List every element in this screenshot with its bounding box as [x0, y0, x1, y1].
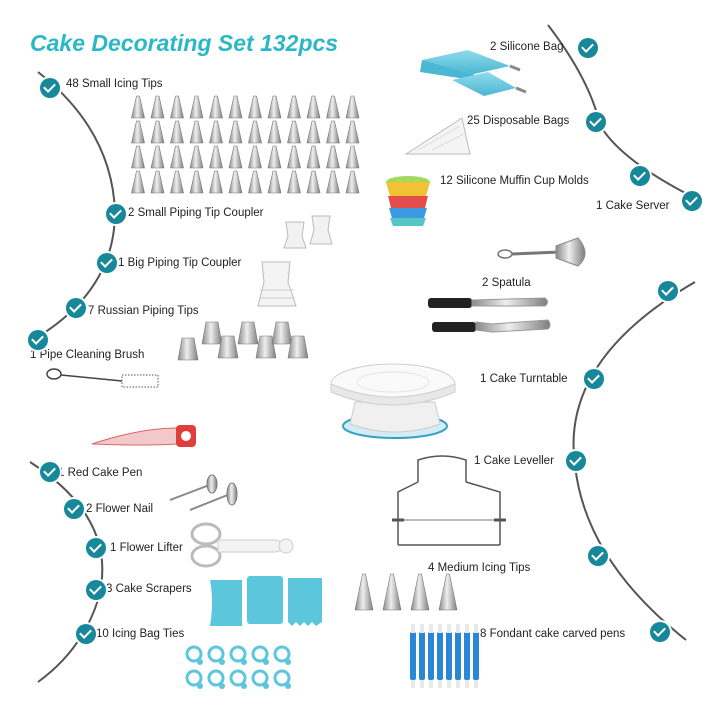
cake-server-image [497, 237, 586, 267]
label-cleaning-brush: 1 Pipe Cleaning Brush [30, 349, 145, 361]
check-icon [66, 298, 86, 318]
label-spatula: 2 Spatula [482, 277, 531, 289]
check-icon [64, 499, 84, 519]
right-top-arc [547, 24, 696, 199]
silicone-bag-image [420, 50, 527, 96]
small-coupler-image [283, 215, 333, 249]
label-bag-ties: 10 Icing Bag Ties [96, 628, 185, 640]
check-icon [28, 330, 48, 350]
label-turntable: 1 Cake Turntable [480, 373, 568, 385]
medium-tips-image [354, 573, 458, 611]
check-icon [40, 78, 60, 98]
label-medium-tips: 4 Medium Icing Tips [428, 562, 531, 574]
check-icon [566, 451, 586, 471]
check-icon [40, 462, 60, 482]
red-pen-image [91, 425, 196, 447]
leveller-image [392, 455, 506, 546]
russian-tips-image [177, 321, 309, 361]
label-leveller: 1 Cake Leveller [474, 455, 554, 467]
label-flower-lifter: 1 Flower Lifter [110, 542, 183, 554]
flower-lifter-image [190, 522, 294, 568]
left-bottom-arc [29, 461, 104, 683]
label-fondant-pens: 8 Fondant cake carved pens [480, 628, 626, 640]
label-silicone-bag: 2 Silicone Bag [490, 41, 564, 53]
page-title: Cake Decorating Set 132pcs [30, 30, 339, 56]
check-icon [86, 538, 106, 558]
spatula-image [428, 297, 551, 333]
fondant-pens-image [410, 624, 479, 688]
check-icon [86, 580, 106, 600]
bag-ties-image [185, 645, 291, 689]
check-icon [584, 369, 604, 389]
big-coupler-image [257, 261, 297, 307]
label-scrapers: 3 Cake Scrapers [106, 583, 192, 595]
flower-nail-image [169, 474, 238, 511]
scrapers-image [210, 576, 322, 626]
check-icon [97, 253, 117, 273]
check-icon [586, 112, 606, 132]
label-russian-tips: 7 Russian Piping Tips [88, 305, 199, 317]
check-icon [578, 38, 598, 58]
check-icon [76, 624, 96, 644]
disposable-bags-image [404, 117, 471, 155]
label-small-icing-tips: 48 Small Icing Tips [66, 78, 163, 90]
cleaning-brush-image [46, 368, 159, 388]
check-icon [682, 191, 702, 211]
label-small-coupler: 2 Small Piping Tip Coupler [128, 207, 264, 219]
check-icon [650, 622, 670, 642]
muffin-molds-image [386, 176, 430, 226]
label-flower-nail: 2 Flower Nail [86, 503, 154, 515]
check-icon [658, 281, 678, 301]
check-icon [106, 204, 126, 224]
small-icing-tips-image [131, 95, 360, 194]
check-icon [588, 546, 608, 566]
check-icon [630, 166, 650, 186]
right-bottom-arc [572, 281, 696, 641]
label-muffin-molds: 12 Silicone Muffin Cup Molds [440, 175, 589, 187]
label-cake-server: 1 Cake Server [596, 200, 670, 212]
label-disposable-bags: 25 Disposable Bags [467, 115, 570, 127]
label-red-pen: 1 Red Cake Pen [58, 467, 143, 479]
turntable-image [330, 363, 456, 439]
label-big-coupler: 1 Big Piping Tip Coupler [118, 257, 242, 269]
